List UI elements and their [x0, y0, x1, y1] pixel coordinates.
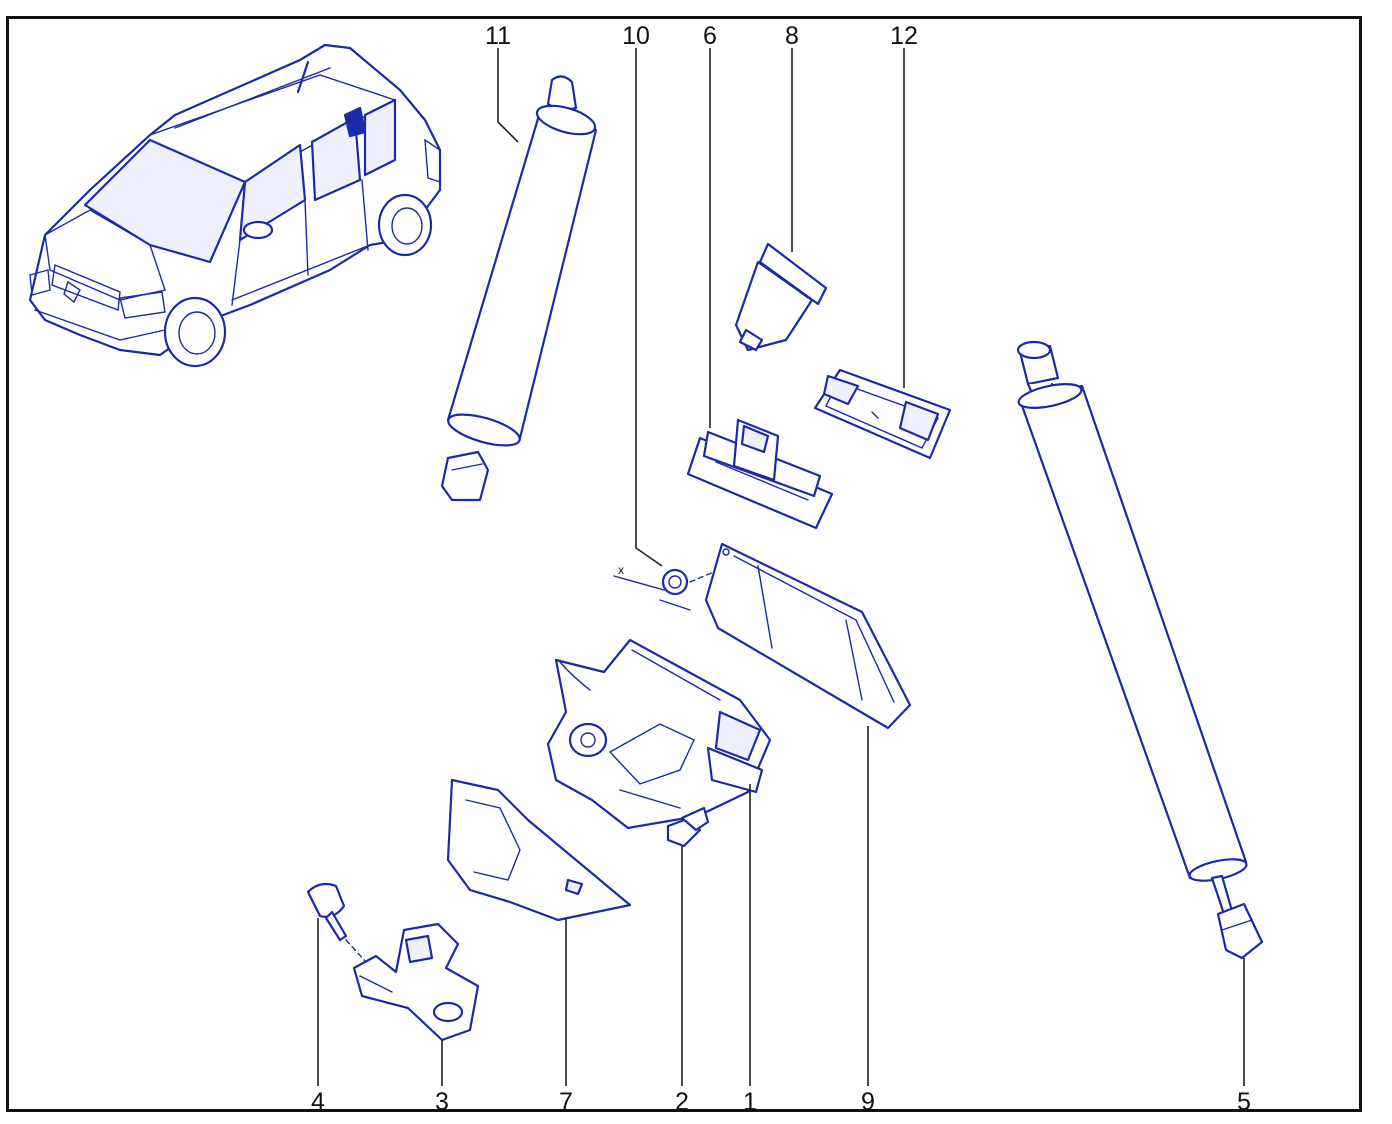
callout-11: 11: [485, 22, 511, 50]
callout-labels: 11 10 6 8 12 4 3 7 2 1 9 5: [311, 22, 1251, 1116]
torque-mark-label: x: [618, 563, 624, 577]
callout-7: 7: [559, 1088, 573, 1116]
callout-1: 1: [743, 1088, 757, 1116]
callout-8: 8: [785, 22, 799, 50]
latch-bracket-9: [704, 542, 912, 730]
latch-mechanism: [546, 638, 772, 830]
bolt-2: [666, 806, 710, 848]
callout-5: 5: [1237, 1088, 1251, 1116]
plate-lamp-12: [813, 368, 952, 460]
nut-10: x: [613, 563, 729, 611]
bolt-4: [306, 882, 367, 963]
callout-3: 3: [435, 1088, 449, 1116]
striker-3: [352, 922, 480, 1042]
switch-part-8: [734, 242, 828, 352]
callout-2: 2: [675, 1088, 689, 1116]
callout-4: 4: [311, 1088, 325, 1116]
leader-lines: [317, 48, 1245, 1086]
callout-6: 6: [703, 22, 717, 50]
gas-strut-right: [1016, 340, 1264, 960]
callout-9: 9: [861, 1088, 875, 1116]
gas-strut-left: [440, 75, 598, 502]
latch-cover-7: [446, 778, 632, 922]
callout-10: 10: [622, 22, 650, 50]
callout-12: 12: [890, 22, 918, 50]
opening-switch-6: [686, 418, 834, 530]
car-overview-illustration: [28, 43, 442, 368]
